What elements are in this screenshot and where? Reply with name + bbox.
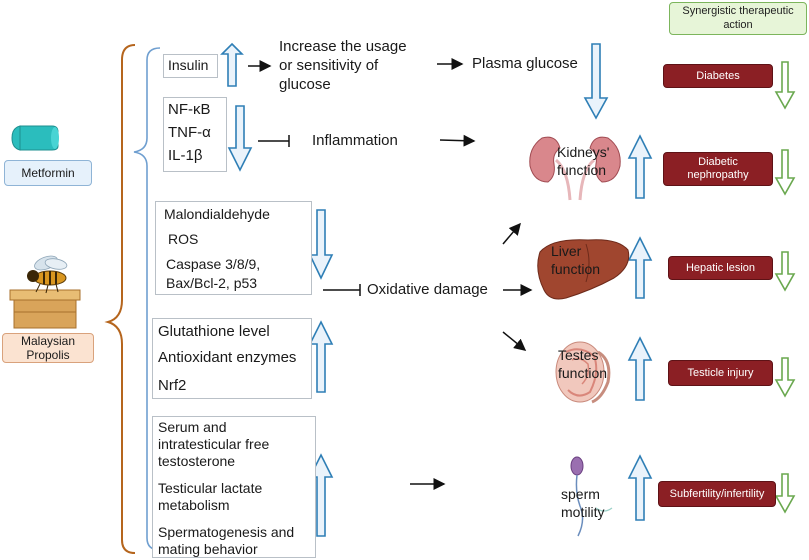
fertility-green-down-arrow-icon	[774, 473, 796, 514]
antioxidant-markers-box	[152, 318, 312, 399]
marker-nrf2: Nrf2	[158, 377, 187, 394]
antioxidant-up-arrow-icon	[308, 320, 334, 393]
liver-label-line1: Liver	[551, 243, 582, 259]
marker-glutathione: Glutathione level	[158, 323, 270, 340]
hepatic-green-down-arrow-icon	[774, 251, 796, 292]
sperm-label-line1: sperm	[561, 486, 600, 502]
marker-bax: Bax/Bcl-2, p53	[166, 275, 258, 291]
oxidative-damage-label: Oxidative damage	[367, 281, 488, 298]
marker-lactate: Testicular lactate	[158, 480, 263, 496]
liver-icon	[537, 239, 630, 300]
oxidative-down-arrow-icon	[308, 209, 334, 280]
outcome-hepatic-lesion: Hepatic lesion	[668, 256, 773, 280]
marker-ros: ROS	[168, 231, 199, 247]
testis-icon	[555, 341, 611, 404]
glucose-usage-line1: Increase the usage	[279, 38, 407, 55]
sperm-icon	[570, 456, 613, 537]
marker-metabolism: metabolism	[158, 497, 230, 513]
capsule-icon	[11, 125, 59, 151]
plasma-glucose-label: Plasma glucose	[472, 55, 578, 72]
glucose-usage-line2: or sensitivity of	[279, 57, 379, 74]
marker-il1b: IL-1β	[168, 147, 203, 164]
marker-caspase: Caspase 3/8/9,	[166, 256, 261, 272]
marker-intratesticular: intratesticular free	[158, 436, 270, 452]
oxidative-markers-box	[155, 201, 312, 295]
insulin-box	[163, 54, 218, 78]
diabetes-green-down-arrow-icon	[774, 61, 796, 110]
outcome-subfertility: Subfertility/infertility	[658, 481, 776, 507]
nephropathy-green-down-arrow-icon	[774, 149, 796, 196]
outcome-diabetic-nephropathy: Diabetic nephropathy	[663, 152, 773, 186]
legend-title: Synergistic therapeutic action	[682, 5, 794, 31]
propolis-bracket	[104, 44, 136, 554]
outcome-diabetes: Diabetes	[663, 64, 773, 88]
oxidative-to-kidney-arrow	[502, 222, 521, 245]
kidney-icon	[529, 136, 621, 201]
metformin-label: Metformin	[4, 160, 92, 186]
marker-nfkb: NF-κB	[168, 101, 211, 118]
legend-box: Synergistic therapeutic action	[669, 2, 807, 35]
insulin-label: Insulin	[168, 57, 209, 73]
marker-spermatogenesis: Spermatogenesis and	[158, 524, 295, 540]
sperm-label-line2: motility	[561, 504, 605, 520]
propolis-label: Malaysian Propolis	[2, 333, 94, 363]
plasma-glucose-down-arrow-icon	[583, 43, 609, 120]
marker-serum: Serum and	[158, 419, 227, 435]
glucose-usage-line3: glucose	[279, 76, 331, 93]
liver-up-arrow-icon	[627, 236, 653, 299]
oxidative-to-testes-arrow	[502, 331, 527, 351]
testes-label-line1: Testes	[558, 347, 599, 363]
marker-testosterone: testosterone	[158, 453, 236, 469]
bee-hive-icon	[9, 255, 81, 329]
kidney-up-arrow-icon	[627, 134, 653, 199]
insulin-up-arrow-icon	[220, 42, 244, 87]
outcome-testicle-injury: Testicle injury	[668, 360, 773, 386]
sperm-up-arrow-icon	[627, 454, 653, 521]
inflammatory-down-arrow-icon	[227, 105, 253, 172]
reproductive-markers-box	[152, 416, 316, 558]
marker-bracket	[133, 47, 161, 551]
kidney-label-line1: Kidneys'	[557, 144, 610, 160]
marker-mating: mating behavior	[158, 541, 258, 557]
kidney-label-line2: function	[557, 162, 607, 178]
marker-antioxidant-enzymes: Antioxidant enzymes	[158, 349, 297, 366]
inflammation-to-kidney-arrow	[439, 134, 476, 147]
testicle-green-down-arrow-icon	[774, 357, 796, 398]
inflammation-label: Inflammation	[312, 132, 398, 149]
marker-malondialdehyde: Malondialdehyde	[164, 206, 270, 222]
inflammatory-markers-box	[163, 97, 227, 172]
testes-up-arrow-icon	[627, 336, 653, 401]
testes-label-line2: function	[558, 365, 608, 381]
marker-tnfa: TNF-α	[168, 124, 211, 141]
liver-label-line2: function	[551, 261, 601, 277]
